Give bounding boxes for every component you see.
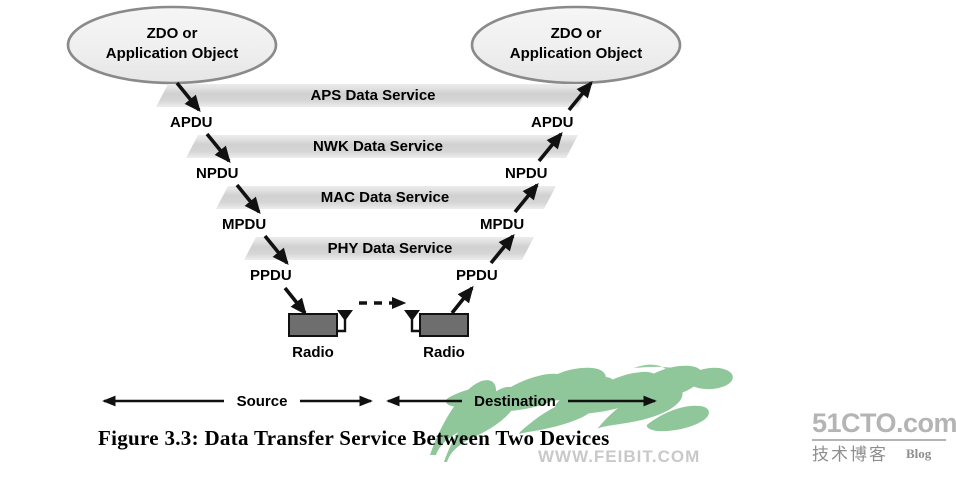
radio-right: Radio	[404, 310, 469, 361]
radio-right-box	[419, 313, 469, 337]
figure-caption: Figure 3.3: Data Transfer Service Betwee…	[98, 426, 610, 450]
mac-pdu-label-left: MPDU	[222, 216, 266, 233]
phy-pdu-label-left: PPDU	[250, 267, 292, 284]
phy-pdu-label-right: PPDU	[456, 267, 498, 284]
destination-node-label-line2: Application Object	[510, 45, 643, 62]
source-node-label-line1: ZDO or	[147, 25, 198, 42]
destination-node-ellipse	[470, 5, 682, 85]
mac-data-service-label: MAC Data Service	[321, 189, 449, 206]
aps-pdu-label-left: APDU	[170, 114, 213, 131]
phy-data-service-label: PHY Data Service	[328, 240, 453, 257]
phy-down-arrow-left	[263, 234, 289, 266]
feibit-url-watermark: WWW.FEIBIT.COM	[538, 447, 700, 466]
aps-data-service-bar	[156, 84, 590, 107]
mac-pdu-label-right: MPDU	[480, 216, 524, 233]
nwk-down-arrow-left	[205, 132, 231, 164]
feibit-script-watermark-icon	[430, 364, 733, 462]
source-span-label: Source	[237, 393, 288, 410]
mac-down-arrow-left	[235, 183, 261, 215]
aps-up-arrow-right	[567, 80, 593, 112]
radio-left-antenna-icon	[337, 310, 353, 321]
aps-pdu-label-right: APDU	[531, 114, 574, 131]
radio-left: Radio	[288, 310, 353, 361]
layer-mac: MAC Data Service MPDU MPDU	[216, 182, 556, 233]
aps-data-service-label: APS Data Service	[310, 87, 435, 104]
layer-aps: APS Data Service APDU APDU	[156, 80, 593, 131]
destination-span: Destination	[386, 393, 657, 410]
mac-up-arrow-right	[513, 182, 539, 214]
source-span: Source	[102, 393, 373, 410]
radio-up-arrow-right	[450, 285, 474, 315]
nwk-data-service-label: NWK Data Service	[313, 138, 443, 155]
layer-phy: PHY Data Service PPDU PPDU	[244, 233, 534, 284]
radio-right-antenna-icon	[404, 310, 420, 321]
cto-blog-watermark: Blog	[906, 446, 932, 461]
layer-nwk: NWK Data Service NPDU NPDU	[186, 131, 578, 182]
nwk-pdu-label-right: NPDU	[505, 165, 548, 182]
nwk-up-arrow-right	[537, 131, 563, 163]
radio-down-arrow-left	[283, 286, 307, 316]
cto-title-watermark: 51CTO.com	[812, 408, 956, 438]
radio-left-box	[288, 313, 338, 337]
source-node-ellipse	[66, 5, 278, 85]
radio-right-label: Radio	[423, 344, 465, 361]
destination-node: ZDO or Application Object	[470, 5, 682, 85]
nwk-pdu-label-left: NPDU	[196, 165, 239, 182]
phy-data-service-bar	[244, 237, 534, 260]
radio-left-label: Radio	[292, 344, 334, 361]
aps-down-arrow-left	[175, 81, 201, 113]
nwk-data-service-bar	[186, 135, 578, 158]
phy-up-arrow-right	[489, 233, 515, 265]
cto-subtitle-watermark: 技术博客	[812, 445, 888, 465]
cto-watermark: 51CTO.com 技术博客 Blog	[812, 408, 956, 465]
source-node-label-line2: Application Object	[106, 45, 239, 62]
destination-span-label: Destination	[474, 393, 556, 410]
source-node: ZDO or Application Object	[66, 5, 278, 85]
mac-data-service-bar	[216, 186, 556, 209]
destination-node-label-line1: ZDO or	[551, 25, 602, 42]
